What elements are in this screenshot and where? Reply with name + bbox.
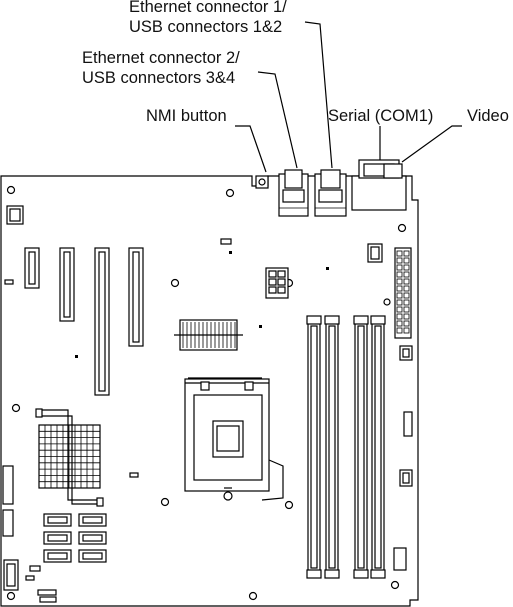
power-pin — [403, 278, 410, 285]
nmi-button — [255, 175, 269, 189]
power-pin — [396, 250, 403, 257]
power-pin — [396, 285, 403, 292]
ethernet-connector-1-label-line1: Ethernet connector 1/ — [129, 0, 287, 16]
sata-connector-slot — [47, 516, 68, 524]
video-label: Video — [467, 107, 509, 125]
power-pin — [396, 299, 403, 306]
ethernet-usb-connector-1 — [314, 169, 347, 217]
dimm-latch-top — [306, 315, 322, 325]
dimm-slot — [307, 317, 321, 577]
power-pin — [403, 306, 410, 313]
dimm-slots — [306, 315, 386, 579]
power-pin — [403, 264, 410, 271]
dimm-slot-channel — [310, 325, 318, 569]
fan-connector-right-1 — [399, 345, 413, 361]
power-pin — [403, 299, 410, 306]
dimm-latch-bottom — [324, 569, 340, 579]
dimm-latch-bottom — [370, 569, 386, 579]
power-pin — [396, 278, 403, 285]
heat-sink-fins — [174, 319, 243, 351]
nmi-button-label: NMI button — [146, 107, 227, 125]
power-pin — [396, 306, 403, 313]
dimm-latch-bottom — [306, 569, 322, 579]
sata-connectors — [43, 513, 107, 563]
power-connector-8pin — [265, 267, 289, 299]
callout-leader-lines — [235, 21, 462, 173]
main-power-connector-24pin — [394, 247, 412, 339]
dimm-latch-bottom — [353, 569, 369, 579]
ethernet-connector-2-label-line2: USB connectors 3&4 — [82, 69, 236, 87]
ethernet-connector-2-label-line1: Ethernet connector 2/ — [82, 49, 240, 67]
dimm-slot — [371, 317, 385, 577]
power-pin — [403, 285, 410, 292]
dimm-latch-top — [370, 315, 386, 325]
fan-connector-top-right — [367, 243, 383, 263]
dimm-slot — [354, 317, 368, 577]
pcie-slot-2 — [59, 247, 75, 322]
serial-com1-label: Serial (COM1) — [328, 107, 434, 125]
sata-connector-right — [403, 411, 413, 437]
dimm-slot-channel — [374, 325, 382, 569]
header-right-bottom — [393, 547, 407, 571]
power-pin — [403, 320, 410, 327]
power-pin — [396, 313, 403, 320]
power-pin — [396, 257, 403, 264]
power-pin — [396, 320, 403, 327]
power-pin — [403, 250, 410, 257]
sata-connector-slot — [82, 552, 103, 560]
pcie-slot-4 — [128, 247, 144, 347]
mounting-holes — [6, 185, 407, 601]
chipset-heat-sink — [35, 408, 104, 507]
pcie-slot-1 — [24, 247, 40, 289]
dimm-slot-channel — [357, 325, 365, 569]
power-pin — [396, 271, 403, 278]
processor-socket — [184, 377, 284, 501]
sata-connector-slot — [82, 516, 103, 524]
small-components — [4, 238, 329, 603]
power-pin — [403, 257, 410, 264]
serial-com1-connector — [351, 159, 407, 211]
power-pin — [396, 292, 403, 299]
power-pin — [403, 313, 410, 320]
dimm-latch-top — [353, 315, 369, 325]
ethernet-connector-1-label-line2: USB connectors 1&2 — [129, 18, 283, 36]
front-panel-header — [2, 465, 14, 537]
power-pin — [396, 264, 403, 271]
power-pin — [403, 271, 410, 278]
sata-connector-slot — [47, 552, 68, 560]
internal-usb-connector — [3, 559, 19, 591]
sata-connector-slot — [47, 534, 68, 542]
sata-connector-slot — [82, 534, 103, 542]
power-pin — [396, 327, 403, 334]
board-outline — [0, 175, 419, 607]
dimm-slot-channel — [328, 325, 336, 569]
pcie-slot-3 — [94, 247, 110, 396]
power-pin — [403, 292, 410, 299]
ethernet-usb-connector-2 — [278, 169, 309, 217]
dimm-latch-top — [324, 315, 340, 325]
fan-connector-top-left — [6, 205, 24, 225]
dimm-slot — [325, 317, 339, 577]
fan-connector-right-2 — [399, 469, 413, 487]
power-pin — [403, 327, 410, 334]
